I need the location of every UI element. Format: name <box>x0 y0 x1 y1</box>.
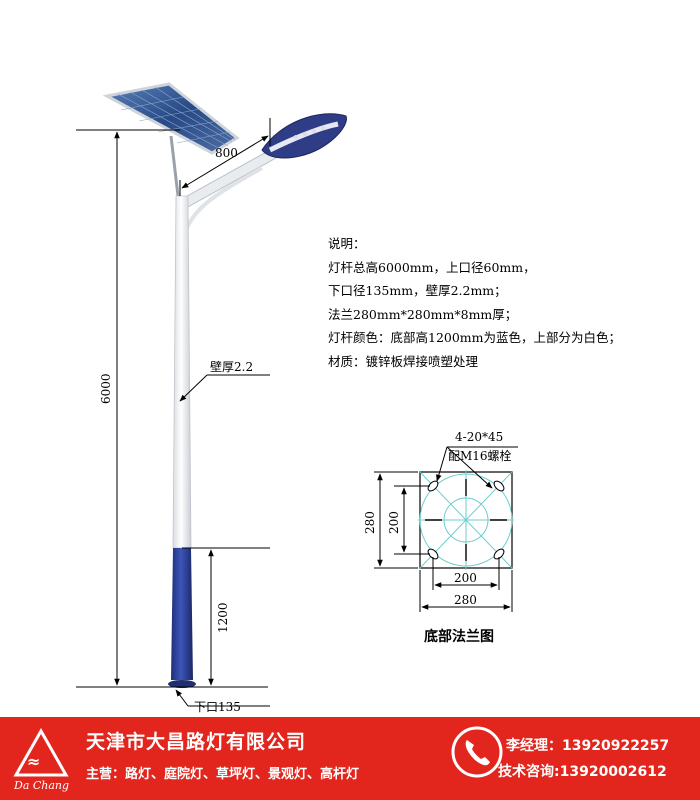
business-scope: 主营：路灯、庭院灯、草坪灯、景观灯、高杆灯 <box>86 767 360 782</box>
street-light-diagram: 800 6000 壁厚2.2 1200 下口135 <box>76 82 518 714</box>
technical-contact[interactable]: 技术咨询:13920002612 <box>498 764 667 780</box>
arm-length-label: 800 <box>215 146 238 160</box>
phone-icon <box>451 726 503 778</box>
spec-line: 下口径135mm，壁厚2.2mm； <box>328 283 507 299</box>
flange-inner-left-label: 200 <box>387 511 401 534</box>
spec-line: 材质：镀锌板焊接喷塑处理 <box>328 353 479 369</box>
bottom-diameter-label: 下口135 <box>194 700 241 714</box>
spec-line: 灯杆总高6000mm，上口径60mm， <box>328 259 536 275</box>
flange-ribs <box>425 479 507 561</box>
dimension-lines <box>76 118 271 707</box>
flange-outer-bottom-label: 280 <box>454 593 477 607</box>
flange-inner-bottom-label: 200 <box>454 571 477 585</box>
flange-drawing: 4-20*45 配M16螺栓 280 200 200 280 <box>363 430 518 612</box>
pole <box>168 195 196 688</box>
footer-banner: ≈ Da Chang 天津市大昌路灯有限公司 主营：路灯、庭院灯、草坪灯、景观灯… <box>0 717 700 800</box>
flange-bolt-holes <box>427 480 505 560</box>
flange-outer-left-label: 280 <box>363 511 377 534</box>
flange-caption: 底部法兰图 <box>424 629 494 645</box>
hole-spec-label: 4-20*45 <box>455 430 503 444</box>
spec-line: 法兰280mm*280mm*8mm厚； <box>328 306 518 322</box>
company-logo: ≈ Da Chang <box>13 727 69 792</box>
spec-heading: 说明： <box>328 236 366 251</box>
specification-notes: 说明： 灯杆总高6000mm，上口径60mm， 下口径135mm，壁厚2.2mm… <box>328 232 621 374</box>
lamp-arm <box>179 149 277 231</box>
total-height-label: 6000 <box>99 373 113 404</box>
lamp-head <box>261 113 347 159</box>
svg-text:≈: ≈ <box>27 752 40 771</box>
manager-contact[interactable]: 李经理：13920922257 <box>506 738 670 754</box>
spec-line: 灯杆颜色：底部高1200mm为蓝色，上部分为白色； <box>328 330 622 346</box>
wall-thickness-label: 壁厚2.2 <box>210 359 253 374</box>
company-name: 天津市大昌路灯有限公司 <box>86 731 307 753</box>
bottom-height-label: 1200 <box>216 602 230 633</box>
bolt-spec-label: 配M16螺栓 <box>448 448 512 463</box>
svg-text:Da Chang: Da Chang <box>13 779 69 792</box>
